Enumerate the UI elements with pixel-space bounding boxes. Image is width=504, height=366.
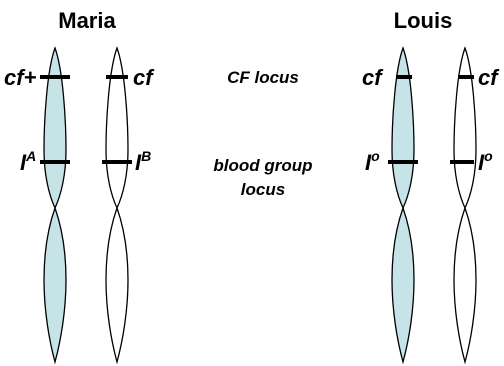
louis-chromosome-plain xyxy=(454,48,476,362)
maria-chromosome-shaded xyxy=(44,48,66,362)
blood-locus-label-line2: locus xyxy=(241,180,285,199)
cf-locus-label: CF locus xyxy=(227,68,299,87)
louis-plain-blood-allele: Io xyxy=(478,148,493,175)
louis-shaded-blood-allele: Io xyxy=(365,148,380,175)
maria-shaded-blood-allele: IA xyxy=(20,148,36,175)
louis-heading: Louis xyxy=(394,8,453,33)
maria-shaded-cf-allele: cf+ xyxy=(4,65,37,90)
louis-chromosome-shaded xyxy=(392,48,414,362)
louis-plain-cf-allele: cf xyxy=(478,65,500,90)
louis-shaded-cf-allele: cf xyxy=(362,65,384,90)
blood-locus-label-line1: blood group xyxy=(213,156,312,175)
maria-plain-cf-allele: cf xyxy=(133,65,155,90)
maria-chromosome-plain xyxy=(106,48,128,362)
maria-plain-blood-allele: IB xyxy=(135,148,151,175)
maria-heading: Maria xyxy=(58,8,116,33)
